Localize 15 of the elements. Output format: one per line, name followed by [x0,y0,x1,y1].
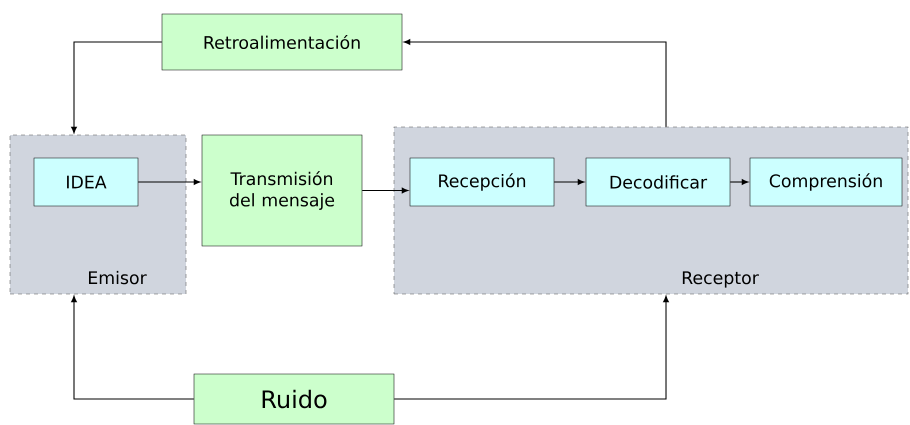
process-box: IDEA [34,158,138,206]
arrow [404,39,667,127]
arrow [394,296,669,400]
process-box: Retroalimentación [162,14,402,70]
process-box: Ruido [194,374,394,424]
arrow [71,41,162,134]
process-box: Decodificar [586,158,730,206]
arrow [362,188,408,194]
process-box: Recepción [410,158,554,206]
arrow [554,179,584,185]
arrow [730,179,748,185]
process-box: Comprensión [750,158,902,206]
arrow [71,296,194,400]
arrow [138,179,200,185]
process-box: Transmisión del mensaje [202,134,362,246]
